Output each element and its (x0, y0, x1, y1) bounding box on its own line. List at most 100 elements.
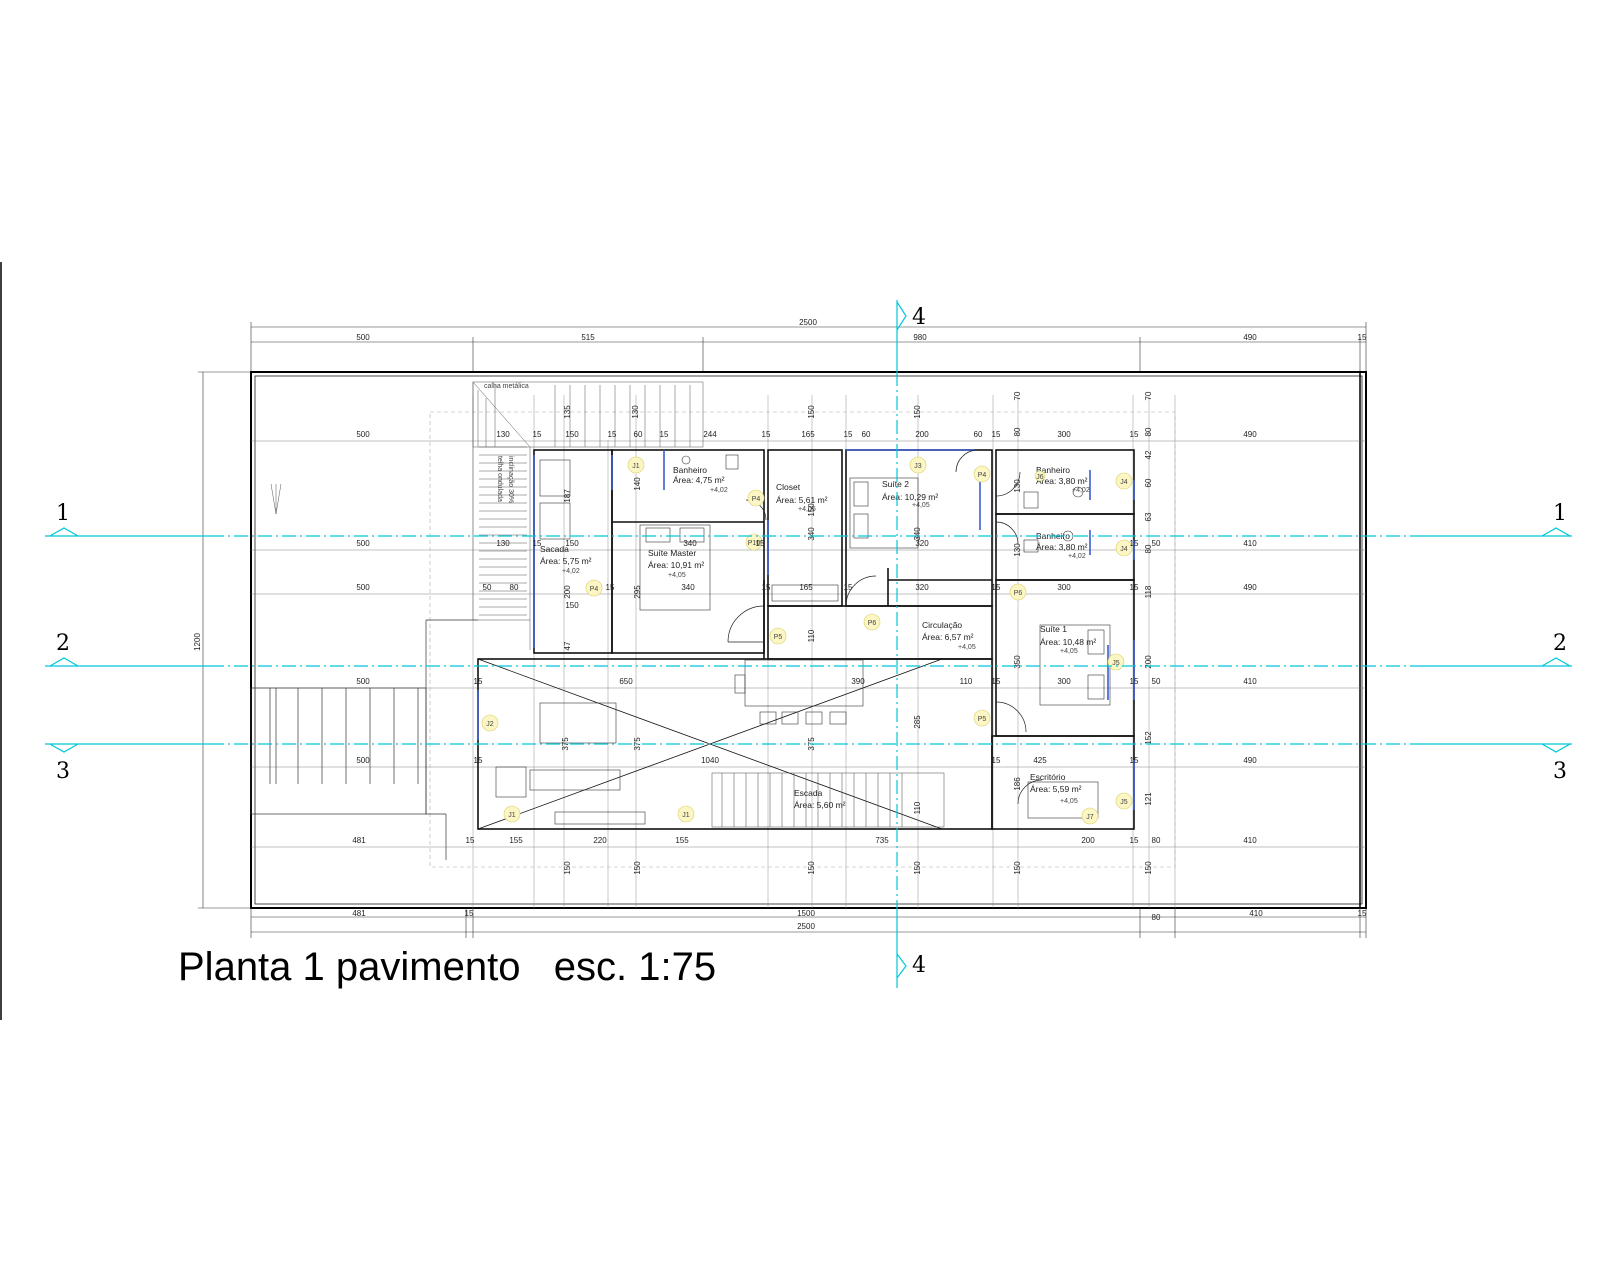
opening-tag: P5 (973, 709, 991, 727)
roof-tile-hatch (472, 381, 704, 650)
roof-outline (250, 371, 1367, 909)
svg-text:15: 15 (762, 430, 771, 439)
svg-text:500: 500 (356, 583, 370, 592)
room-name: Banheiro (1036, 465, 1070, 475)
opening-tag: P4 (585, 579, 603, 597)
svg-text:J5: J5 (1112, 660, 1120, 667)
room-name: Sacada (540, 544, 569, 554)
svg-text:150: 150 (633, 861, 642, 875)
svg-text:15: 15 (1130, 539, 1139, 548)
room-name: Circulação (922, 620, 962, 630)
svg-text:155: 155 (675, 836, 689, 845)
axis-label-3-right: 3 (1553, 759, 1567, 784)
axis-label-3-left: 3 (56, 759, 70, 784)
dim-bottom-seg-1: 481 (352, 909, 366, 918)
svg-text:60: 60 (974, 430, 983, 439)
svg-text:500: 500 (356, 677, 370, 686)
svg-text:J1: J1 (508, 812, 516, 819)
svg-text:244: 244 (703, 430, 717, 439)
svg-text:155: 155 (509, 836, 523, 845)
section-markers (49, 301, 1571, 979)
bed-master (639, 524, 711, 611)
svg-text:425: 425 (1033, 756, 1047, 765)
opening-tag: J2 (481, 714, 499, 732)
svg-text:J3: J3 (914, 463, 922, 470)
opening-tag: J7 (1081, 807, 1099, 825)
svg-text:15: 15 (533, 430, 542, 439)
svg-text:J1: J1 (632, 463, 640, 470)
slope-arrow (270, 483, 282, 515)
room-level: +4,05 (798, 506, 816, 513)
svg-text:150: 150 (1013, 861, 1022, 875)
svg-text:60: 60 (634, 430, 643, 439)
svg-text:15: 15 (992, 756, 1001, 765)
roof-projection-outline (429, 411, 1176, 868)
svg-text:J7: J7 (1086, 814, 1094, 821)
room-level: +4,05 (912, 502, 930, 509)
svg-text:150: 150 (565, 430, 579, 439)
bottom-dimension-chain (250, 908, 1367, 938)
svg-text:15: 15 (992, 583, 1001, 592)
dim-bottom-seg-4: 80 (1152, 913, 1161, 922)
room-level: +4,02 (1072, 487, 1090, 494)
svg-text:15: 15 (474, 677, 483, 686)
room-name: Escritório (1030, 772, 1066, 782)
svg-text:300: 300 (1057, 677, 1071, 686)
opening-tag: P4 (973, 465, 991, 483)
svg-text:340: 340 (807, 527, 816, 541)
armchair (495, 766, 527, 798)
svg-text:P6: P6 (1014, 590, 1023, 597)
opening-tag: J5 (1115, 792, 1133, 810)
svg-text:490: 490 (1243, 430, 1257, 439)
svg-text:220: 220 (593, 836, 607, 845)
axis-label-2-left: 2 (56, 631, 70, 656)
opening-tag: J4 (1115, 472, 1133, 490)
dim-bottom-seg-2: 15 (465, 909, 474, 918)
room-level: +4,05 (668, 572, 686, 579)
dim-top-seg-4: 490 (1243, 333, 1257, 342)
sacada-chair-1 (539, 459, 571, 497)
dim-top-total: 2500 (799, 318, 817, 327)
svg-text:15: 15 (1130, 583, 1139, 592)
opening-tag: P10 (745, 533, 763, 551)
svg-text:50: 50 (483, 583, 492, 592)
dim-top-seg-2: 515 (581, 333, 595, 342)
opening-tag: J5 (1107, 653, 1125, 671)
svg-text:490: 490 (1243, 583, 1257, 592)
svg-text:50: 50 (1152, 677, 1161, 686)
svg-text:390: 390 (851, 677, 865, 686)
horizontal-dimension-lines (251, 440, 1366, 848)
svg-text:15: 15 (474, 756, 483, 765)
svg-text:186: 186 (1013, 777, 1022, 791)
svg-text:300: 300 (1057, 583, 1071, 592)
opening-tag: J1 (677, 805, 695, 823)
svg-text:70: 70 (1144, 391, 1153, 400)
svg-text:200: 200 (1144, 655, 1153, 669)
room-area: Área: 5,59 m² (1030, 784, 1082, 794)
axis-label-4-top: 4 (912, 305, 926, 330)
room-level: +4,02 (562, 568, 580, 575)
room-area: Área: 5,61 m² (776, 495, 828, 505)
sofa (539, 702, 617, 744)
opening-tag: J4 (1115, 539, 1133, 557)
svg-text:110: 110 (807, 629, 816, 642)
svg-text:500: 500 (356, 539, 370, 548)
svg-text:340: 340 (683, 539, 697, 548)
svg-text:130: 130 (1013, 479, 1022, 493)
svg-text:150: 150 (807, 405, 816, 419)
opening-tag: P4 (747, 489, 765, 507)
room-name: Closet (776, 482, 801, 492)
svg-text:60: 60 (862, 430, 871, 439)
dim-top-seg-3: 980 (913, 333, 927, 342)
svg-text:J2: J2 (486, 721, 494, 728)
roof-tile-label: telha ondulada (496, 456, 503, 502)
furniture (495, 454, 1111, 825)
sacada-chair-2 (539, 502, 571, 540)
opening-tag: J6 (1034, 470, 1046, 482)
svg-text:J5: J5 (1120, 799, 1128, 806)
svg-text:80: 80 (1152, 836, 1161, 845)
svg-text:80: 80 (1144, 427, 1153, 436)
svg-text:130: 130 (1013, 543, 1022, 557)
roof-slope-label: inclinação 30% (507, 456, 514, 503)
